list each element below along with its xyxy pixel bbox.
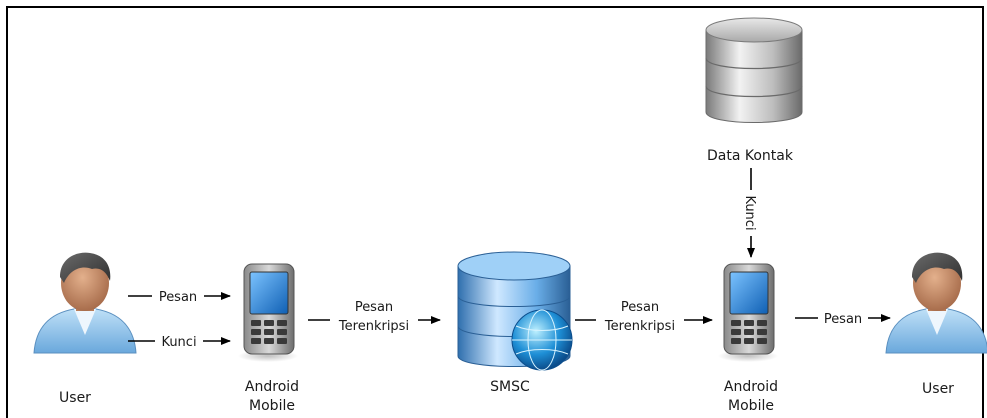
phone-right-label-line1: Android [724,379,778,395]
user-right-label: User [922,381,954,397]
edge-label-user-phone-message: Pesan [159,290,197,305]
mobile-phone-right-icon [718,263,778,362]
phone-left-label-line1: Android [245,379,299,395]
edge-label-phone-smsc-line2: Terenkripsi [338,319,409,334]
smsc-database-icon [457,251,573,371]
phone-left-label-line2: Mobile [249,398,295,414]
edge-label-phone-user: Pesan [824,312,862,327]
edge-label-user-phone-key: Kunci [161,335,196,350]
edge-label-phone-smsc-line1: Pesan [355,300,393,315]
user-right-icon [885,252,987,354]
contacts-database-icon [705,17,803,123]
smsc-label: SMSC [490,379,530,395]
diagram-border [6,6,984,418]
contacts-label: Data Kontak [707,148,794,164]
edge-label-contacts-phone: Kunci [742,195,757,230]
edge-label-smsc-phone-line1: Pesan [621,300,659,315]
user-left-label: User [59,390,91,406]
phone-right-label-line2: Mobile [728,398,774,414]
mobile-phone-left-icon [238,263,298,362]
user-left-icon [33,252,137,354]
edge-label-smsc-phone-line2: Terenkripsi [604,319,675,334]
